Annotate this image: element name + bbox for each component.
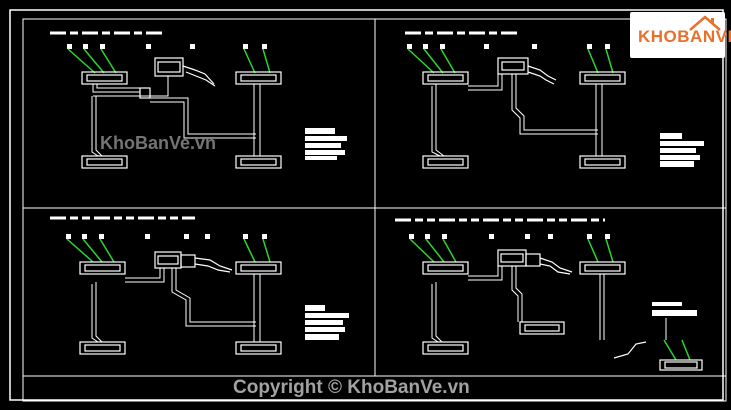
connector-lines [407, 48, 614, 74]
legend-block [305, 305, 349, 340]
drawing-frame [9, 9, 727, 402]
valve-unit [139, 57, 216, 99]
detail-block [652, 302, 697, 316]
pipe-lines [431, 266, 667, 343]
connector-lines [67, 48, 271, 74]
watermark-center: KhoBanVe.vn [100, 133, 217, 153]
legend-block [305, 128, 347, 160]
connector-lines [409, 238, 691, 361]
valve-unit [154, 251, 233, 273]
terminal-pins [409, 234, 610, 239]
connector-lines [66, 238, 271, 263]
brand-logo[interactable]: KHOBANVE [630, 12, 731, 58]
legend-block [660, 133, 704, 167]
schematic-panel-2 [405, 31, 704, 169]
schematic-panel-3 [50, 216, 349, 355]
schematic-panel-4 [395, 218, 703, 371]
terminal-pins [67, 44, 267, 49]
valve-unit [497, 249, 647, 359]
cylinder-blocks [422, 261, 703, 371]
cylinder-blocks [81, 71, 282, 169]
pipe-lines [91, 268, 261, 343]
terminal-pins [407, 44, 610, 49]
pipe-lines [91, 76, 261, 157]
pipe-lines [431, 74, 603, 157]
house-icon [689, 15, 721, 31]
cylinder-blocks [79, 261, 282, 355]
terminal-pins [66, 234, 267, 239]
watermark-copyright: Copyright © KhoBanVe.vn [233, 377, 470, 398]
valve-unit [497, 57, 557, 85]
schematic-panel-1 [50, 31, 347, 169]
logo-text: KHOBANVE [638, 27, 731, 46]
